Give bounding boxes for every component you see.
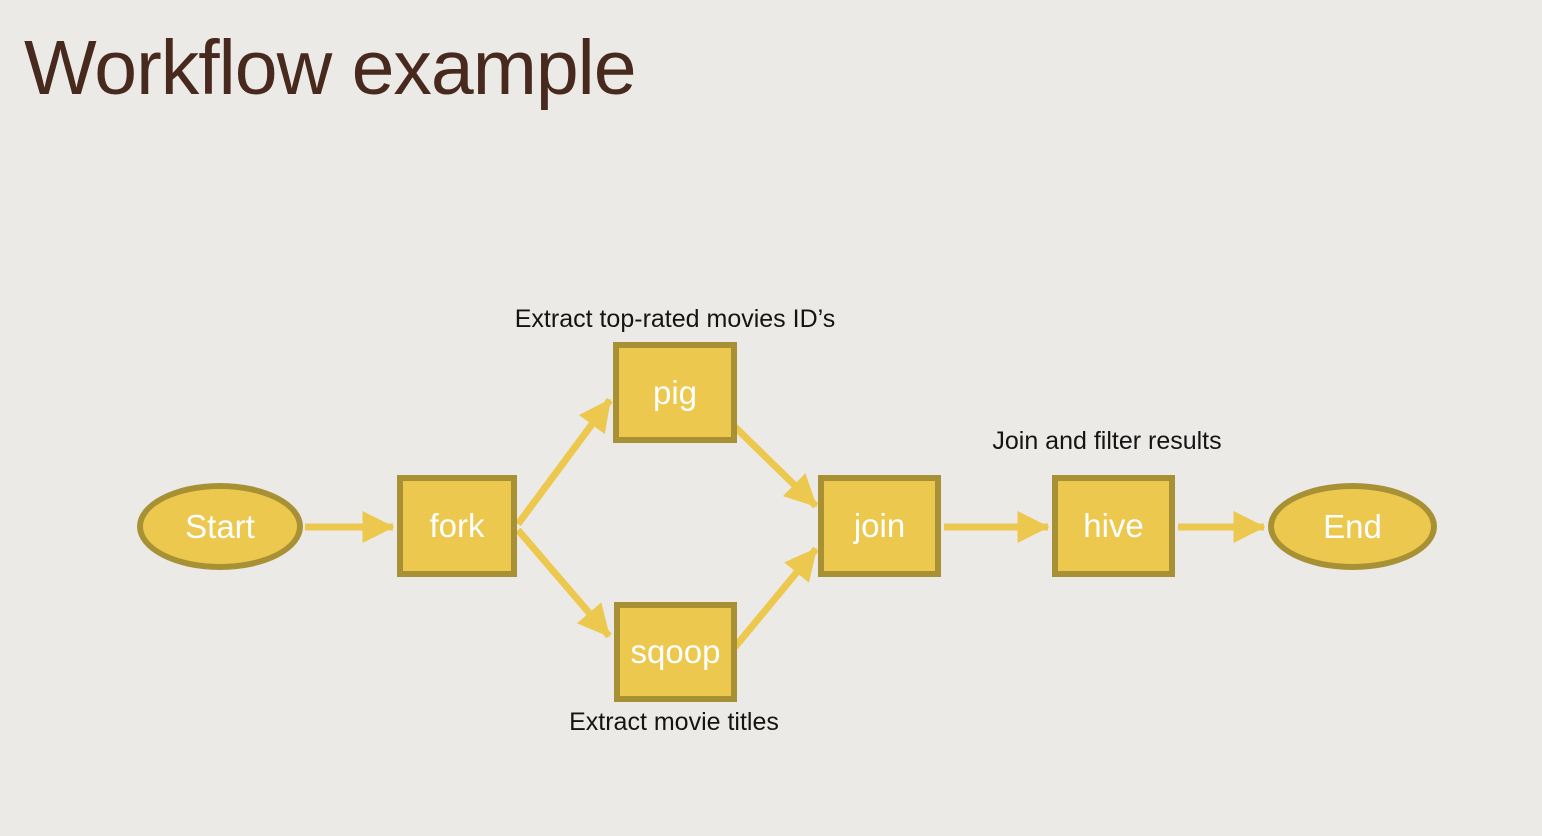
annotation-extract-movie-titles: Extract movie titles: [569, 708, 779, 736]
edge-sqoop-to-join-arrow: [732, 546, 819, 650]
node-sqoop-label: sqoop: [630, 633, 721, 670]
node-hive: hive: [1052, 475, 1175, 577]
node-fork-label: fork: [429, 507, 485, 544]
node-start: Start: [137, 483, 303, 570]
node-sqoop: sqoop: [614, 602, 737, 702]
node-fork: fork: [397, 475, 517, 577]
edge-pig-to-join-arrow: [732, 424, 819, 509]
node-start-label: Start: [185, 507, 255, 545]
node-pig: pig: [613, 342, 737, 443]
node-join: join: [818, 475, 941, 577]
node-end-label: End: [1323, 507, 1382, 545]
edge-fork-to-sqoop-arrow: [515, 527, 612, 639]
node-hive-label: hive: [1083, 507, 1144, 544]
annotation-join-and-filter: Join and filter results: [992, 427, 1222, 455]
node-end: End: [1268, 483, 1437, 570]
node-join-label: join: [853, 507, 906, 544]
annotation-extract-top-rated: Extract top-rated movies ID’s: [514, 305, 836, 333]
page-title: Workflow example: [24, 25, 637, 111]
edge-fork-to-pig-arrow: [515, 397, 613, 527]
node-pig-label: pig: [652, 373, 698, 411]
